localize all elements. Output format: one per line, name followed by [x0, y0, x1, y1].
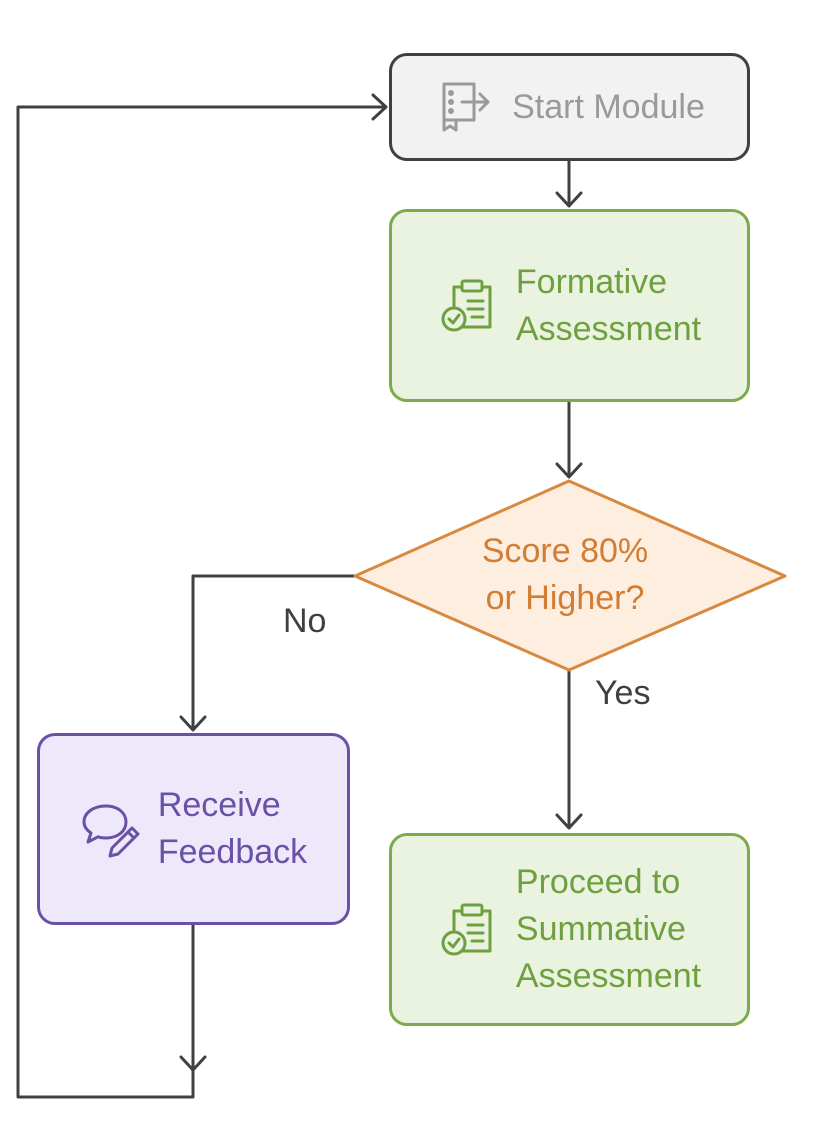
- decision-label-line1: Score 80%: [481, 532, 649, 570]
- edge-label-yes: Yes: [595, 674, 651, 712]
- summative-label-line3: Assessment: [515, 956, 702, 995]
- decision-label: Score 80% or Higher?: [420, 528, 710, 622]
- decision-label-line2: or Higher?: [485, 578, 645, 617]
- start-module-node[interactable]: Start Module: [389, 53, 750, 161]
- receive-feedback-node[interactable]: Receive Feedback: [37, 733, 350, 925]
- arrowhead-feedback: [179, 715, 207, 732]
- summative-label-line2: Summative: [515, 910, 686, 949]
- feedback-label-line1: Receive: [157, 786, 281, 825]
- formative-label-line1: Formative: [515, 262, 668, 301]
- edge-decision-no-to-feedback: [191, 574, 357, 731]
- arrowhead-decision: [555, 462, 583, 479]
- formative-assessment-node[interactable]: Formative Assessment: [389, 209, 750, 402]
- start-module-icon: [442, 82, 490, 132]
- summative-label-line1: Proceed to: [515, 863, 681, 902]
- decision-diamond[interactable]: [353, 479, 787, 672]
- start-module-label: Start Module: [512, 87, 705, 126]
- arrowhead-loop-mid: [179, 1055, 207, 1072]
- clipboard-check-icon: [441, 279, 492, 331]
- edge-feedback-loop-back: [16, 105, 387, 1099]
- formative-label-line2: Assessment: [515, 309, 702, 348]
- feedback-label-line2: Feedback: [157, 833, 308, 871]
- clipboard-check-icon: [441, 903, 492, 955]
- arrowhead-summative: [555, 813, 583, 830]
- summative-assessment-node[interactable]: Proceed to Summative Assessment: [389, 833, 750, 1026]
- chat-edit-icon: [82, 804, 140, 858]
- arrowhead-start: [371, 93, 388, 121]
- arrowhead-formative: [555, 191, 583, 208]
- edge-label-no: No: [283, 602, 327, 640]
